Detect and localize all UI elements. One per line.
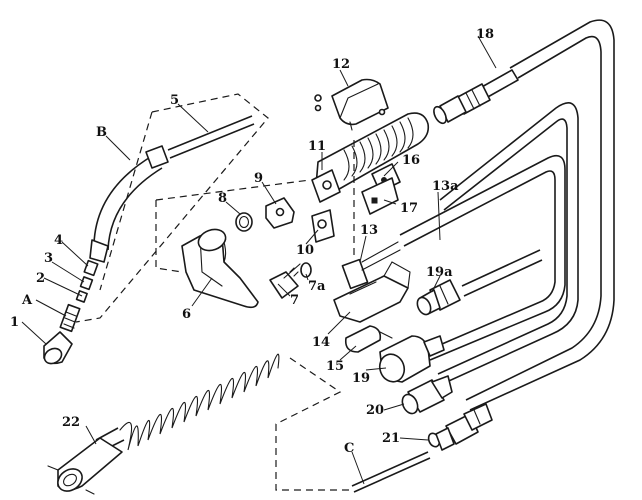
- label-20: 20: [366, 403, 384, 418]
- part-9-nut: [265, 197, 295, 229]
- part-5-liner: [167, 115, 255, 159]
- part-12-cover: [314, 78, 389, 131]
- part-7-screw: [269, 263, 301, 299]
- part-22-spring-hose: [47, 353, 280, 495]
- part-21-fitting: [427, 403, 493, 451]
- part-1-nozzle: [43, 331, 73, 365]
- label-15: 15: [326, 359, 344, 374]
- label-9: 9: [254, 171, 263, 186]
- part-15-button: [344, 325, 393, 353]
- label-5: 5: [170, 93, 179, 108]
- label-17: 17: [400, 201, 418, 216]
- part-8-oring: [235, 212, 253, 232]
- label-13a: 13a: [432, 179, 459, 194]
- part-B-gooseneck: [89, 145, 169, 263]
- cable-loop-13a: [399, 154, 566, 361]
- label-7a: 7a: [308, 279, 326, 294]
- label-7: 7: [290, 293, 299, 308]
- part-4-insulator: [83, 259, 99, 277]
- part-7a-nut: [300, 262, 312, 278]
- label-A: A: [21, 293, 33, 308]
- label-12: 12: [332, 57, 350, 72]
- part-labels: 1 2 3 4 A B 5 6 7 7a 8 9 10 11 12 13 13a…: [10, 27, 494, 456]
- assembly-dashed-lines: [75, 93, 355, 491]
- label-10: 10: [296, 243, 314, 258]
- label-4: 4: [54, 233, 63, 248]
- part-17-microswitch: [361, 177, 399, 215]
- label-19a: 19a: [426, 265, 453, 280]
- label-19: 19: [352, 371, 370, 386]
- part-14-housing: [333, 261, 411, 323]
- label-22: 22: [62, 415, 80, 430]
- cable-loop-inner: [437, 102, 579, 386]
- label-2: 2: [36, 271, 45, 286]
- part-10-plate: [311, 209, 335, 243]
- label-16: 16: [402, 153, 420, 168]
- label-21: 21: [382, 431, 400, 446]
- cable-19a: [461, 249, 543, 297]
- label-18: 18: [476, 27, 494, 42]
- main-cable-18: [465, 19, 615, 411]
- part-19-plug: [378, 335, 445, 383]
- part-2-tip-holder: [75, 290, 88, 303]
- part-A-contact-tip: [59, 303, 81, 333]
- part-13-trigger: [341, 241, 401, 290]
- label-14: 14: [312, 335, 330, 350]
- part-6-bracket: [181, 228, 259, 309]
- label-13: 13: [360, 223, 378, 238]
- label-6: 6: [182, 307, 191, 322]
- leader-lines: [21, 35, 497, 485]
- label-B: B: [96, 125, 107, 140]
- label-C: C: [344, 441, 354, 456]
- part-11-handle: [311, 112, 430, 203]
- part-3-diffuser: [79, 276, 94, 291]
- part-20-connector: [401, 375, 453, 415]
- label-3: 3: [44, 251, 53, 266]
- label-11: 11: [308, 139, 326, 154]
- part-18-connector: [433, 69, 519, 125]
- part-19a-plug: [416, 279, 461, 316]
- part-C-rod: [351, 451, 431, 493]
- label-1: 1: [10, 315, 19, 330]
- label-8: 8: [218, 191, 227, 206]
